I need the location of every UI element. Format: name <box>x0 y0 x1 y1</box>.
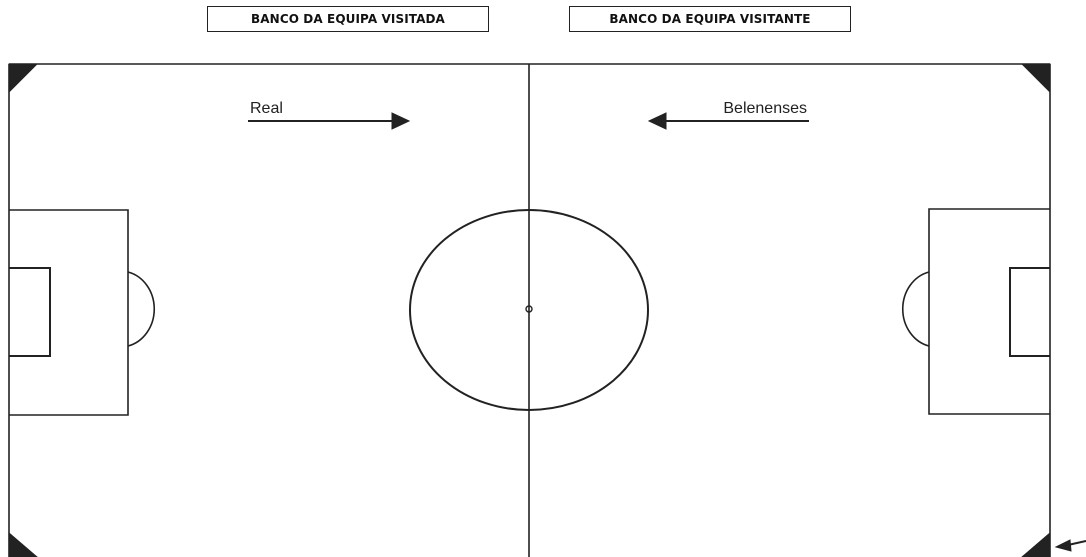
corner-bottom-left <box>8 531 38 557</box>
corner-top-left <box>8 63 39 94</box>
center-spot <box>525 305 533 313</box>
right-penalty-arc <box>901 271 930 347</box>
center-circle <box>409 209 649 411</box>
edge-arrow-shaft <box>1067 540 1086 546</box>
right-goal-area <box>1009 267 1050 357</box>
left-penalty-area <box>9 209 129 416</box>
left-team-arrow-head <box>391 112 411 130</box>
right-team-label: Belenenses <box>723 100 807 117</box>
away-bench-label: BANCO DA EQUIPA VISITANTE <box>569 6 851 32</box>
edge-arrow-head <box>1054 539 1072 552</box>
corner-top-right <box>1020 63 1051 94</box>
right-team-arrow-head <box>647 112 667 130</box>
corner-bottom-right <box>1021 531 1051 557</box>
left-team-label: Real <box>250 100 283 117</box>
right-penalty-area <box>928 208 1050 415</box>
left-goal-area <box>9 267 51 357</box>
left-penalty-arc <box>127 271 156 347</box>
home-bench-label: BANCO DA EQUIPA VISITADA <box>207 6 489 32</box>
